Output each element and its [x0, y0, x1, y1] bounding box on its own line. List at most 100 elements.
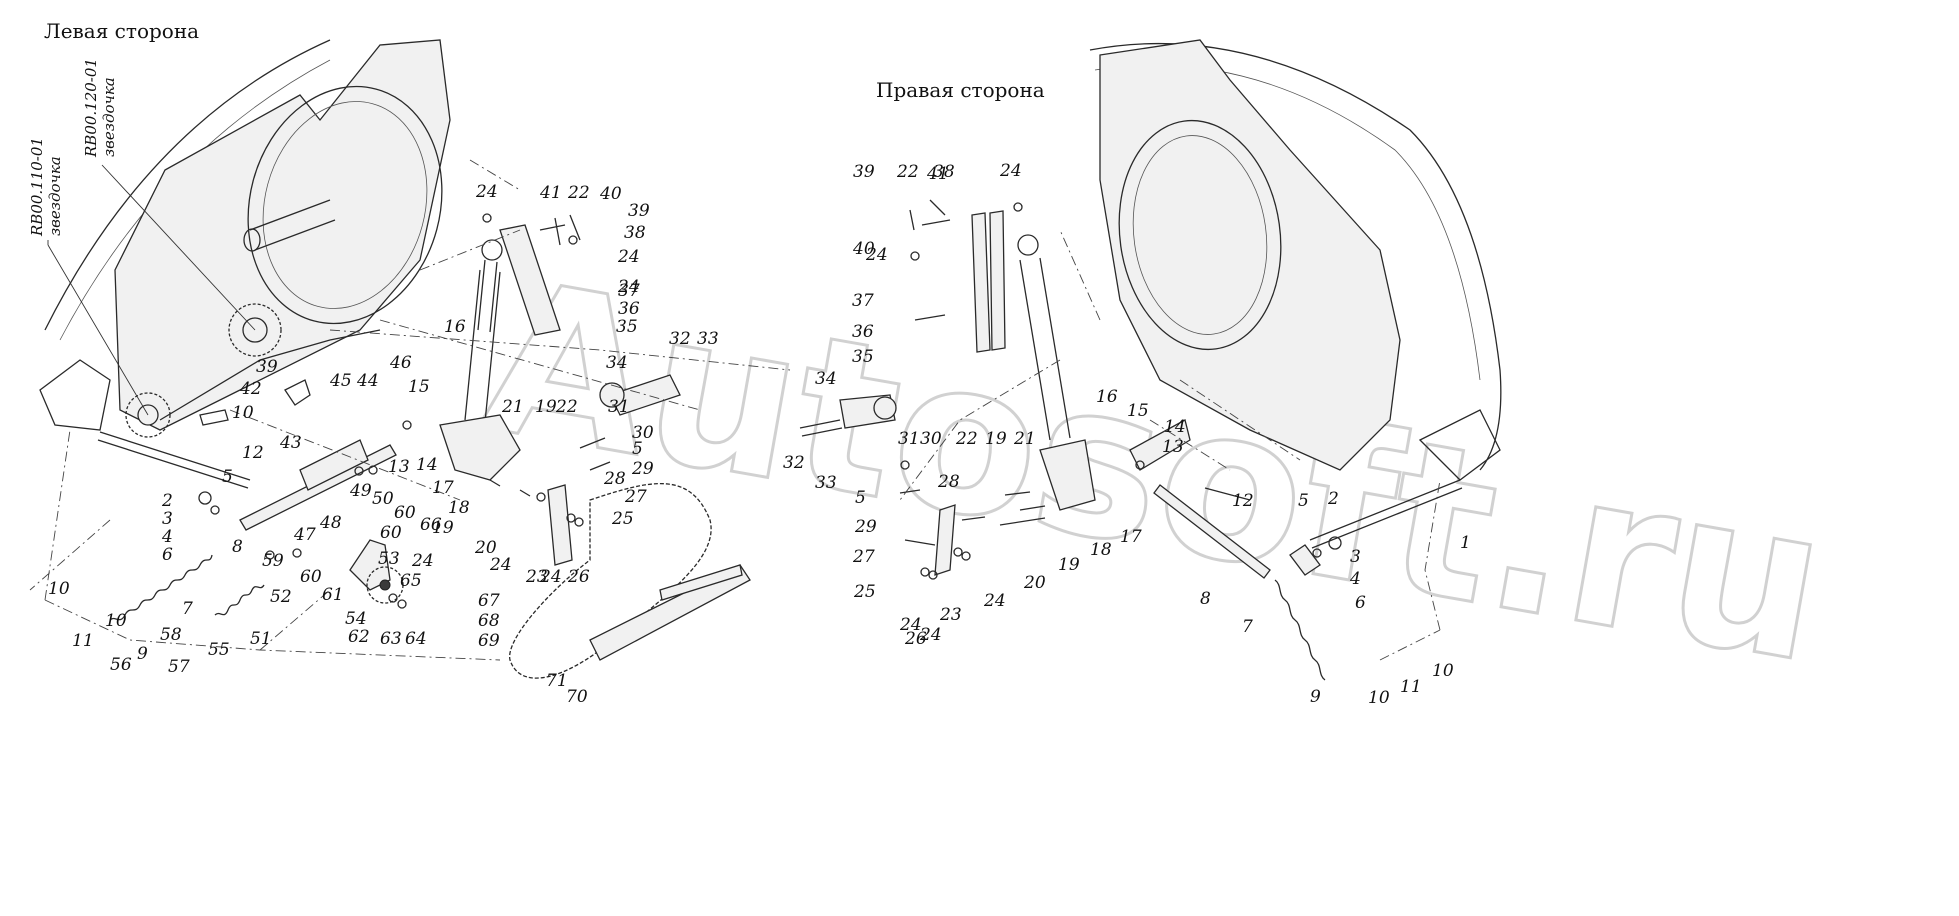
cylinder-16-left: [464, 269, 501, 423]
left-chamber-outer-arc: [44, 39, 331, 331]
washer-63: [388, 593, 398, 603]
right-callout-24: 24: [999, 161, 1022, 181]
left-callout-24: 24: [539, 567, 562, 587]
left-callout-60: 60: [394, 503, 416, 523]
right-callout-22: 22: [896, 162, 919, 182]
left-callout-36: 36: [618, 299, 640, 319]
left-callout-50: 50: [372, 489, 394, 509]
left-bracket: [39, 359, 111, 431]
left-callout-39: 39: [256, 357, 278, 377]
right-callout-35: 35: [852, 347, 874, 367]
left-callout-8: 8: [232, 537, 243, 557]
left-callout-46: 46: [389, 353, 412, 373]
spring-7-left: [109, 554, 213, 621]
washer-31-right: [900, 460, 910, 470]
pin-32-right: [799, 419, 843, 437]
left-callout-14: 14: [416, 455, 438, 475]
left-callout-2: 2: [161, 491, 173, 511]
right-callout-28: 28: [937, 472, 960, 492]
washer-24b-right: [1013, 202, 1023, 212]
left-callout-10: 10: [232, 403, 254, 423]
right-callout-1: 1: [1460, 533, 1471, 553]
washer-14-left: [402, 420, 412, 430]
left-callout-49: 49: [349, 481, 372, 501]
washer-24d-left: [482, 213, 492, 223]
washer-60: [292, 548, 302, 558]
left-callout-48: 48: [319, 513, 342, 533]
pins-38-40: [539, 214, 581, 246]
right-callout-30: 30: [920, 429, 942, 449]
left-callout-39: 39: [628, 201, 650, 221]
left-callout-33: 33: [697, 329, 719, 349]
right-callout-39: 39: [853, 162, 875, 182]
right-callout-22: 22: [955, 429, 978, 449]
nut-14-right: [1135, 460, 1145, 470]
right-callout-24: 24: [983, 591, 1006, 611]
lever-8-right: [1153, 484, 1271, 579]
right-callout-40: 40: [852, 239, 875, 259]
right-wall-opening: [1118, 119, 1282, 351]
left-callout-37: 37: [618, 281, 640, 301]
left-callout-10: 10: [105, 611, 127, 631]
right-callout-5: 5: [855, 488, 866, 508]
left-assembly-lines: [29, 159, 791, 661]
washer-59: [265, 550, 275, 560]
left-callout-29: 29: [631, 459, 654, 479]
left-callout-62: 62: [348, 627, 370, 647]
sprocket-54-hub: [379, 579, 391, 591]
left-callout-21: 21: [501, 397, 524, 417]
cylinder-16-rod: [477, 259, 498, 333]
right-callout-17: 17: [1120, 527, 1142, 547]
guard-70-top: [659, 564, 743, 601]
left-callout-15: 15: [408, 377, 430, 397]
left-callout-22: 22: [567, 183, 590, 203]
pins-right: [899, 487, 1251, 546]
sprocket-rb00-110: [125, 392, 171, 438]
right-side-title: Правая сторона: [876, 78, 1045, 102]
bracket-17-left: [439, 414, 521, 481]
right-bracket: [1418, 409, 1501, 481]
left-callout-64: 64: [405, 629, 427, 649]
washer-24c-left: [574, 517, 584, 527]
left-callout-42: 42: [239, 379, 262, 399]
left-callout-4: 4: [161, 527, 173, 547]
left-callout-66: 66: [420, 515, 442, 535]
assembly-leader-rb00-120: [101, 164, 256, 331]
left-callout-24: 24: [411, 551, 434, 571]
left-callout-28: 28: [603, 469, 626, 489]
left-callout-63: 63: [380, 629, 402, 649]
left-callout-47: 47: [293, 525, 316, 545]
right-callout-19: 19: [985, 429, 1007, 449]
right-wall-opening-inner: [1132, 135, 1268, 335]
right-callout-31: 31: [898, 429, 920, 449]
right-callout-25: 25: [853, 582, 876, 602]
left-callout-40: 40: [599, 184, 622, 204]
right-callout-9: 9: [1310, 687, 1321, 707]
left-side-title: Левая сторона: [44, 19, 199, 43]
right-side-wall: [1099, 39, 1401, 471]
right-chamber-outer-arc: [1089, 42, 1502, 471]
left-callout-19: 19: [535, 397, 557, 417]
left-callout-5: 5: [222, 467, 233, 487]
washer-24e-right: [953, 547, 963, 557]
left-roller: [249, 199, 336, 251]
washer-3-right: [1312, 548, 1322, 558]
right-callout-7: 7: [1242, 617, 1253, 637]
spring-7-right: [1274, 579, 1326, 681]
left-callout-24: 24: [617, 277, 640, 297]
left-callout-44: 44: [356, 371, 379, 391]
cylinder-16-eye: [481, 239, 503, 261]
left-callout-52: 52: [270, 587, 292, 607]
link-35-right-a: [971, 212, 991, 353]
left-callout-6: 6: [162, 545, 173, 565]
left-callout-31: 31: [608, 397, 630, 417]
bushing-12-left: [199, 409, 229, 426]
assembly-label-rb00-110: RB00.110-01 звездочка: [28, 137, 149, 416]
link-23-left: [547, 484, 573, 566]
assembly-name-rb00-110: звездочка: [46, 156, 64, 236]
washer-2-right: [1328, 536, 1342, 550]
left-callout-32: 32: [669, 329, 691, 349]
left-callout-34: 34: [606, 353, 628, 373]
left-callout-41: 41: [539, 183, 562, 203]
